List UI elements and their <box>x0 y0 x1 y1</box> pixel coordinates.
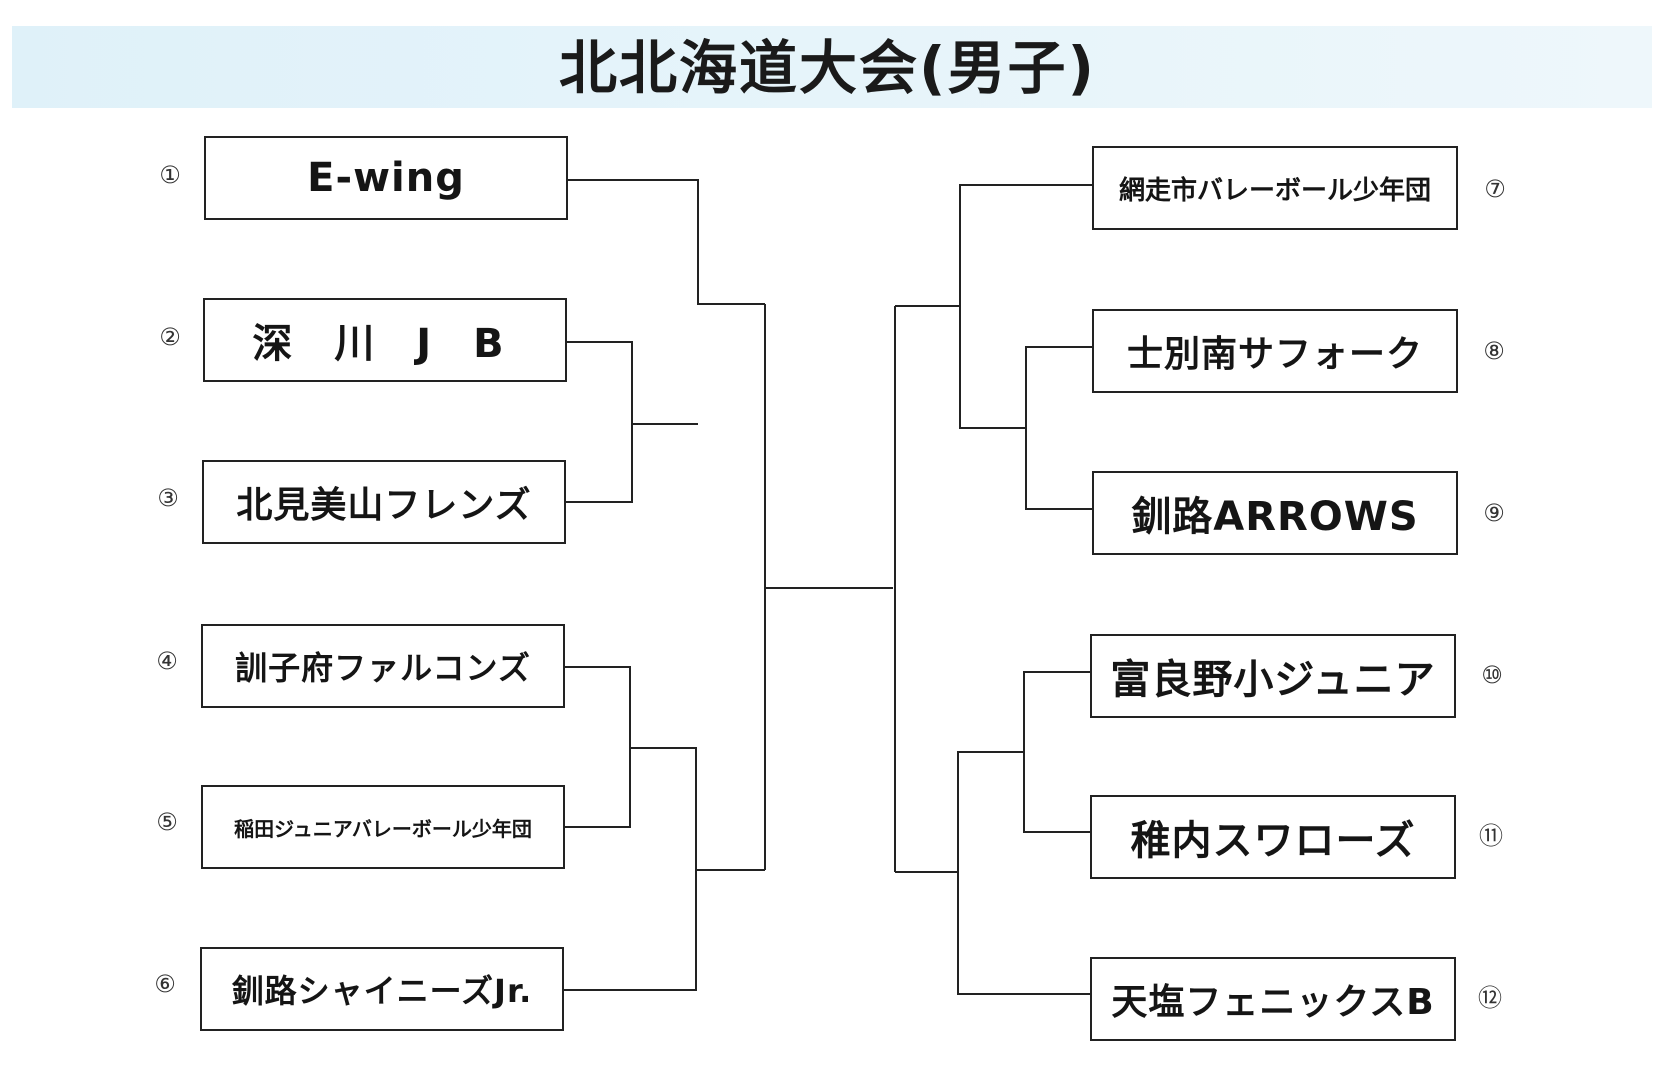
bracket-line-seeds-10-11 <box>1023 671 1090 833</box>
seed-number-4: ④ <box>156 647 178 675</box>
seed-number-7: ⑦ <box>1484 175 1506 203</box>
team-box-seed-12: 天塩フェニックスB <box>1090 957 1456 1041</box>
bracket-line-seed-6 <box>562 870 697 991</box>
team-box-seed-8: 士別南サフォーク <box>1092 309 1458 393</box>
seed-number-10: ⑩ <box>1481 661 1503 689</box>
team-box-seed-7: 網走市バレーボール少年団 <box>1092 146 1458 230</box>
seed-number-3: ③ <box>157 484 179 512</box>
seed-number-8: ⑧ <box>1483 337 1505 365</box>
seed-number-11: ⑪ <box>1479 822 1503 850</box>
team-box-seed-4: 訓子府ファルコンズ <box>201 624 565 708</box>
bracket-line-seed-12 <box>957 872 1090 995</box>
title-banner <box>12 26 1652 108</box>
team-box-seed-2: 深 川 J B <box>203 298 567 382</box>
bracket-line-seeds-4-5-out <box>630 747 765 871</box>
seed-number-12: ⑫ <box>1478 984 1502 1012</box>
bracket-line-seed-1 <box>568 179 765 305</box>
team-box-seed-5: 稲田ジュニアバレーボール少年団 <box>201 785 565 869</box>
seed-number-2: ② <box>159 323 181 351</box>
team-box-seed-1: E-wing <box>204 136 568 220</box>
team-box-seed-3: 北見美山フレンズ <box>202 460 566 544</box>
seed-number-1: ① <box>159 161 181 189</box>
bracket-line-seeds-2-3 <box>566 341 633 503</box>
bracket-line-seeds-10-11-out <box>895 751 1024 873</box>
team-box-seed-10: 富良野小ジュニア <box>1090 634 1456 718</box>
seed-number-9: ⑨ <box>1483 499 1505 527</box>
bracket-line-seed-7 <box>895 184 1092 307</box>
team-box-seed-11: 稚内スワローズ <box>1090 795 1456 879</box>
bracket-line-seeds-4-5 <box>564 666 631 828</box>
team-box-seed-9: 釧路ARROWS <box>1092 471 1458 555</box>
seed-number-5: ⑤ <box>156 808 178 836</box>
bracket-line-seeds-8-9-out <box>959 306 1026 429</box>
team-box-seed-6: 釧路シャイニーズJr. <box>200 947 564 1031</box>
page-title: 北北海道大会(男子) <box>558 34 1097 102</box>
seed-number-6: ⑥ <box>154 970 176 998</box>
bracket-line-seeds-8-9 <box>1025 346 1092 510</box>
